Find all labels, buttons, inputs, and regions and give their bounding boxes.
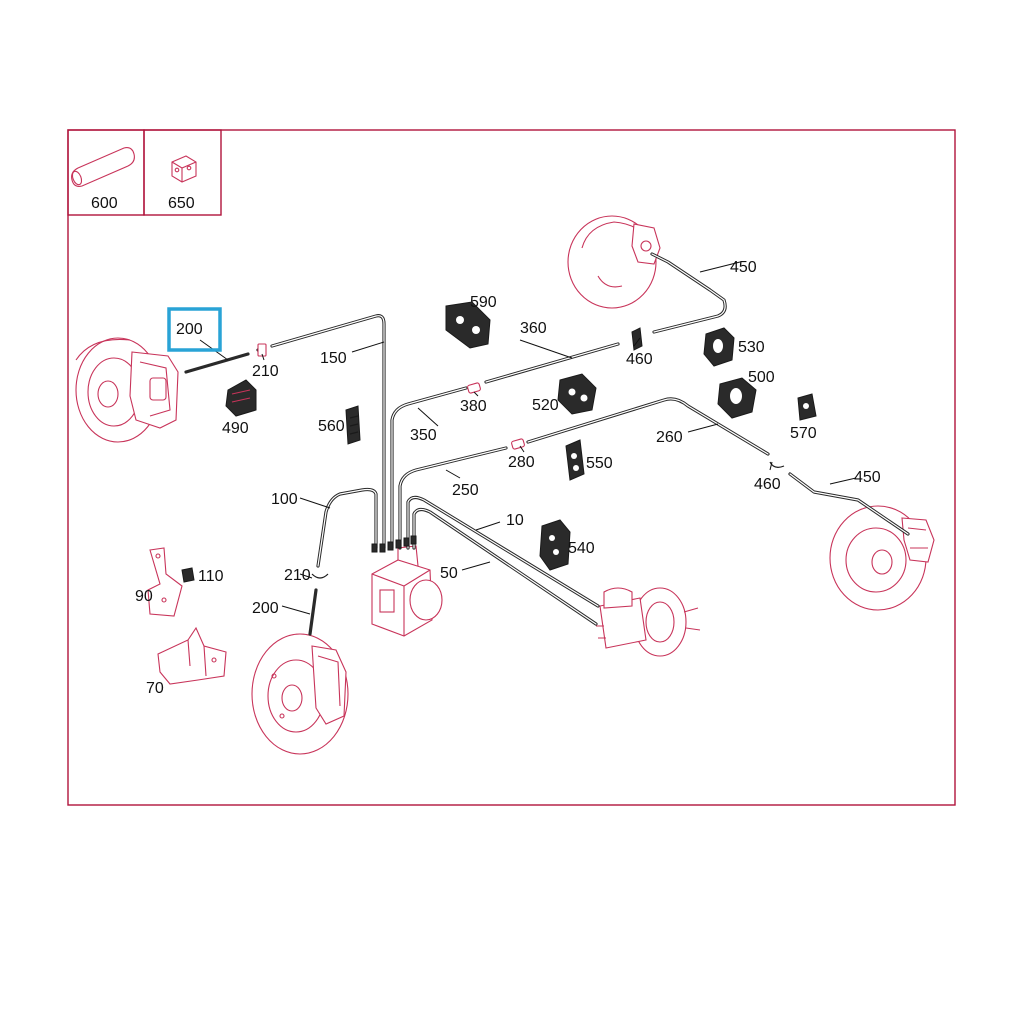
label-460-top[interactable]: 460 — [626, 351, 653, 368]
label-490[interactable]: 490 — [222, 420, 249, 437]
diagram-frame — [67, 129, 956, 806]
front-left-brake-disc — [75, 337, 179, 443]
label-200-highlighted[interactable]: 200 — [176, 321, 203, 338]
bolt-110 — [181, 567, 195, 583]
label-540[interactable]: 540 — [568, 540, 595, 557]
brake-pipes — [184, 252, 910, 636]
label-50[interactable]: 50 — [440, 565, 458, 582]
label-350[interactable]: 350 — [410, 427, 437, 444]
label-550[interactable]: 550 — [586, 455, 613, 472]
bracket-70 — [157, 626, 227, 685]
label-570[interactable]: 570 — [790, 425, 817, 442]
rear-right-brake-disc-top — [567, 215, 661, 309]
label-210-bottom[interactable]: 210 — [284, 567, 311, 584]
clip-500 — [717, 377, 757, 419]
clip-590 — [445, 301, 491, 349]
label-100[interactable]: 100 — [271, 491, 298, 508]
label-590[interactable]: 590 — [470, 294, 497, 311]
clip-460-bottom — [769, 461, 785, 468]
label-450-top[interactable]: 450 — [730, 259, 757, 276]
sleeve-icon — [71, 147, 135, 187]
front-right-brake-disc — [251, 633, 349, 755]
label-450-bottom[interactable]: 450 — [854, 469, 881, 486]
abs-hydraulic-unit — [371, 545, 443, 637]
master-cylinder-booster — [596, 587, 701, 657]
label-280[interactable]: 280 — [508, 454, 535, 471]
clip-540 — [539, 519, 571, 571]
highlight-box-200 — [167, 307, 222, 352]
clip-490 — [225, 379, 257, 417]
label-460-bottom[interactable]: 460 — [754, 476, 781, 493]
label-380[interactable]: 380 — [460, 398, 487, 415]
legend-box: 600 650 — [67, 129, 222, 216]
leader-lines — [199, 261, 857, 615]
label-70[interactable]: 70 — [146, 680, 164, 697]
clip-530 — [703, 327, 735, 367]
label-560[interactable]: 560 — [318, 418, 345, 435]
label-530[interactable]: 530 — [738, 339, 765, 356]
label-500[interactable]: 500 — [748, 369, 775, 386]
label-90[interactable]: 90 — [135, 588, 153, 605]
clip-520 — [557, 373, 597, 415]
clip-550 — [565, 439, 585, 481]
legend-label-650[interactable]: 650 — [168, 195, 195, 212]
part-labels: 200 210 150 490 560 590 360 450 460 530 … — [135, 259, 881, 697]
label-360[interactable]: 360 — [520, 320, 547, 337]
pipe-connectors — [257, 343, 525, 579]
clip-570 — [797, 393, 817, 421]
clip-block-icon — [171, 155, 197, 183]
label-210-top[interactable]: 210 — [252, 363, 279, 380]
label-260[interactable]: 260 — [656, 429, 683, 446]
label-150[interactable]: 150 — [320, 350, 347, 367]
clip-560 — [345, 405, 361, 445]
label-110[interactable]: 110 — [198, 568, 224, 585]
legend-label-600[interactable]: 600 — [91, 195, 118, 212]
clip-460-top — [631, 327, 643, 351]
label-520[interactable]: 520 — [532, 397, 559, 414]
label-200-bottom[interactable]: 200 — [252, 600, 279, 617]
rear-left-brake-disc — [829, 505, 935, 611]
bracket-90 — [147, 547, 183, 617]
label-250[interactable]: 250 — [452, 482, 479, 499]
label-10[interactable]: 10 — [506, 512, 524, 529]
